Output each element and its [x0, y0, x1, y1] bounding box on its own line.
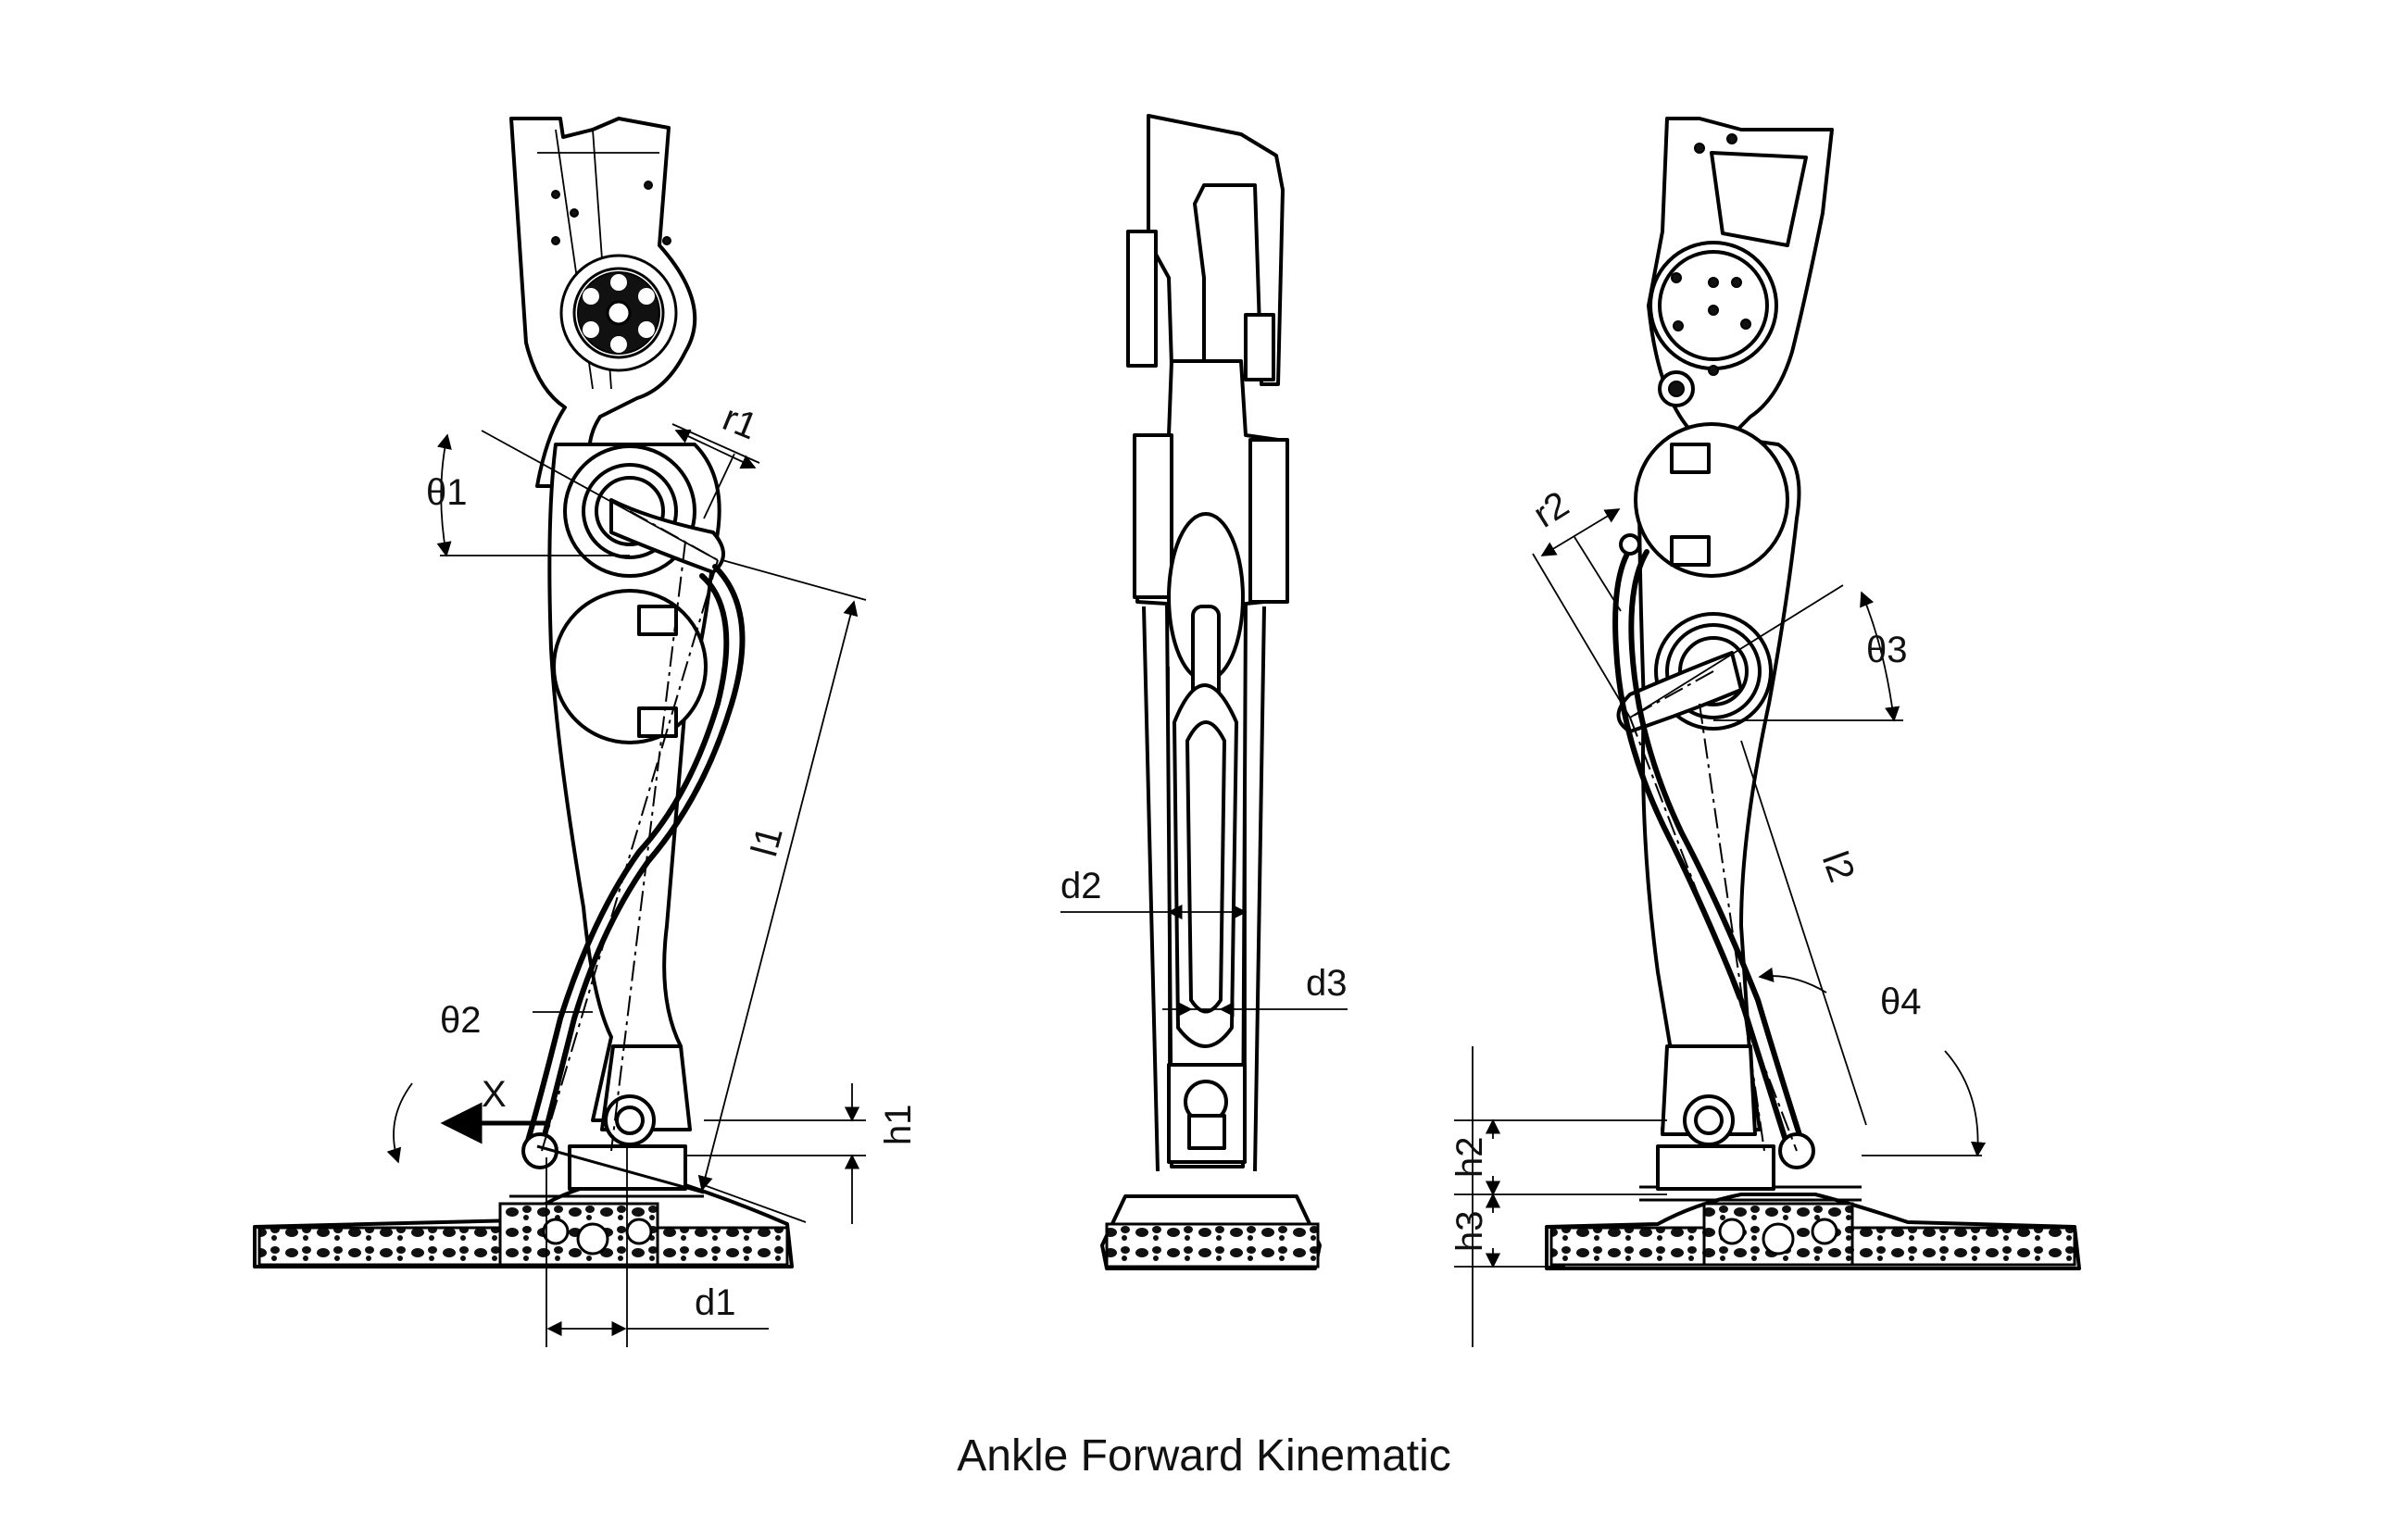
label-l2: l2 — [1814, 846, 1862, 887]
front-foot — [1100, 1194, 1322, 1270]
label-r2: r2 — [1526, 483, 1575, 535]
label-theta3: θ3 — [1866, 630, 1908, 670]
front-view: d2 d3 — [1060, 114, 1348, 1270]
right-side-view: r2 θ3 l2 θ4 h2 h3 — [1449, 117, 2081, 1347]
left-thigh — [509, 117, 697, 488]
label-h3: h3 — [1449, 1211, 1490, 1253]
label-r1: r1 — [717, 397, 762, 447]
right-thigh — [1647, 117, 1834, 437]
right-foot — [1545, 1185, 2081, 1270]
label-l1: l1 — [744, 822, 791, 860]
label-h1: h1 — [878, 1105, 919, 1146]
diagram-caption: Ankle Forward Kinematic — [957, 1431, 1451, 1481]
label-d3: d3 — [1306, 963, 1348, 1004]
left-foot — [253, 1183, 794, 1268]
label-theta2: θ2 — [440, 1000, 482, 1041]
label-theta1: θ1 — [426, 472, 468, 513]
right-shank — [1634, 422, 1801, 1191]
front-body — [1126, 114, 1289, 1172]
label-x-axis: X — [482, 1074, 507, 1115]
label-d1: d1 — [695, 1282, 736, 1323]
label-d2: d2 — [1060, 866, 1102, 906]
left-side-view: θ1 r1 l1 θ2 X h1 d1 — [253, 117, 919, 1347]
label-theta4: θ4 — [1880, 981, 1922, 1022]
label-h2: h2 — [1449, 1137, 1490, 1179]
